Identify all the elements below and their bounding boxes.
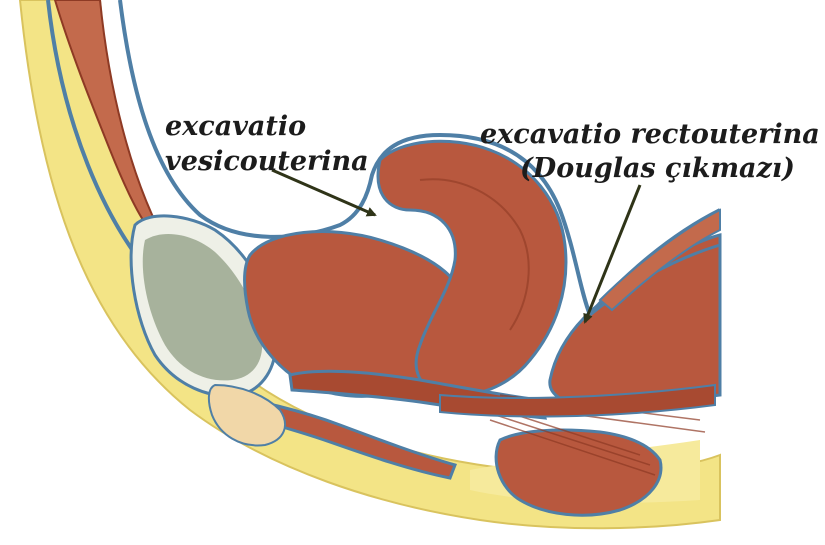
vesicouterina-label-line1: excavatio — [165, 110, 306, 143]
rectouterina-label-line2: (Douglas çıkmazı) — [520, 152, 795, 185]
rectouterina-label-line1: excavatio rectouterina — [480, 118, 820, 151]
vesicouterina-label-line2: vesicouterina — [165, 145, 369, 178]
